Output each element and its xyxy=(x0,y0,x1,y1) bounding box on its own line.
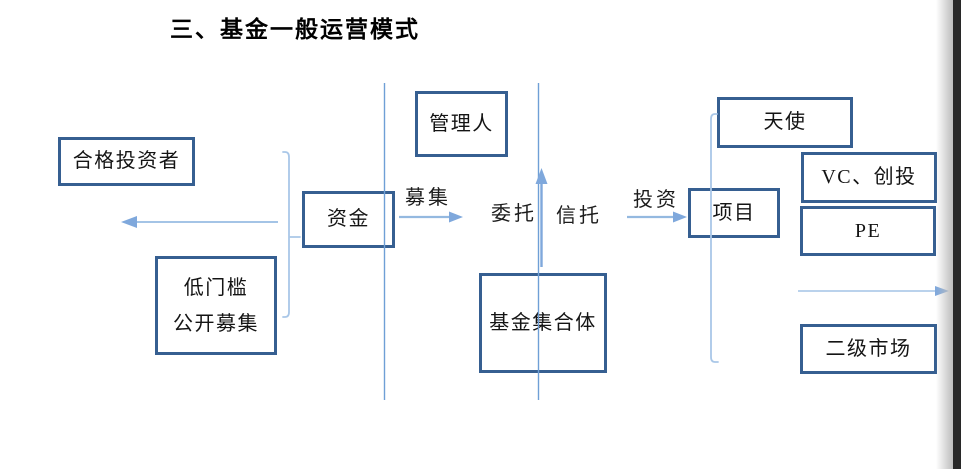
left-bracket xyxy=(282,151,301,318)
box-vc-venture-label: VC、创投 xyxy=(821,166,917,188)
return-arrow-head xyxy=(121,216,137,228)
box-secondary-market: 二级市场 xyxy=(800,324,937,374)
box-funds-label: 资金 xyxy=(327,208,370,230)
box-pe-label: PE xyxy=(854,219,882,242)
box-project-label: 项目 xyxy=(712,201,756,224)
box-fund-collective: 基金集合体 xyxy=(479,273,607,373)
right-bracket xyxy=(710,113,719,363)
entrust-arrow-head xyxy=(535,168,548,184)
box-angel: 天使 xyxy=(717,97,853,148)
window-edge-gradient xyxy=(936,0,953,469)
box-manager-label: 管理人 xyxy=(429,112,494,135)
box-qualified-investors: 合格投资者 xyxy=(58,137,195,186)
page-title: 三、基金一般运营模式 xyxy=(170,17,420,42)
box-secondary-market-label: 二级市场 xyxy=(825,337,912,360)
box-low-threshold-public-raise: 低门槛 公开募集 xyxy=(155,256,277,355)
flow-label-trust: 信托 xyxy=(556,205,602,227)
box-qualified-investors-label: 合格投资者 xyxy=(72,150,181,172)
box-project: 项目 xyxy=(688,188,780,238)
raise-arrow-head xyxy=(449,211,463,223)
invest-arrow-head xyxy=(673,211,687,223)
box-low-threshold-line1: 低门槛 xyxy=(183,276,249,299)
flow-label-entrust: 委托 xyxy=(491,203,537,225)
box-manager: 管理人 xyxy=(415,91,508,157)
box-fund-collective-label: 基金集合体 xyxy=(489,311,597,334)
flow-label-raise: 募集 xyxy=(405,187,451,209)
box-funds: 资金 xyxy=(302,191,395,248)
box-vc-venture: VC、创投 xyxy=(801,152,937,203)
box-angel-label: 天使 xyxy=(763,111,807,133)
window-edge-bar xyxy=(953,0,961,469)
box-pe: PE xyxy=(800,206,936,256)
flow-label-invest: 投资 xyxy=(633,189,679,211)
box-low-threshold-line2: 公开募集 xyxy=(173,312,259,335)
